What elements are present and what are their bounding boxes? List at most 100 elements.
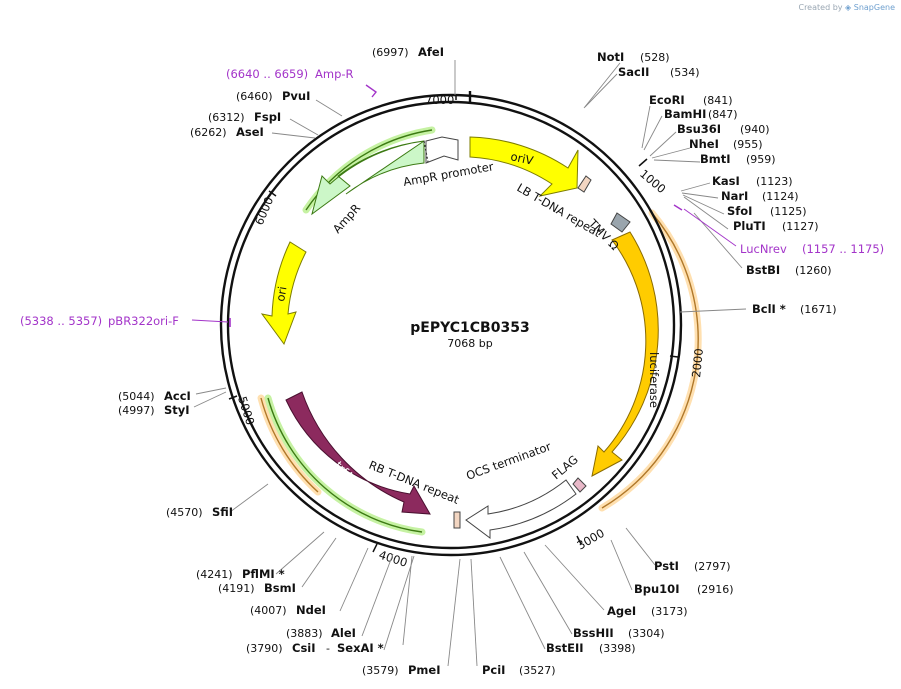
- primer-markers: [191, 84, 737, 327]
- site-position: (534): [670, 66, 700, 79]
- label-ampr: AmpR: [330, 201, 363, 236]
- site-name: PstI: [654, 559, 679, 573]
- site-position: (2797): [694, 560, 731, 573]
- site-ecori[interactable]: (841)EcoRI: [649, 93, 733, 107]
- site-afei[interactable]: (6997) AfeI: [372, 45, 444, 59]
- feature-rb-tdna[interactable]: [453, 511, 461, 529]
- site-nhei[interactable]: (955) NheI: [689, 137, 763, 151]
- site-name: NheI: [689, 137, 719, 151]
- svg-text:6000: 6000: [252, 195, 276, 227]
- site-position: (6312): [208, 111, 245, 124]
- site-position: (1123): [756, 175, 793, 188]
- site-name: AfeI: [418, 45, 444, 59]
- site-sexai[interactable]: -SexAI *: [326, 641, 384, 655]
- primer-pbr322ori-name: pBR322ori-F: [108, 314, 179, 328]
- snapgene-credit: Created by ◈ SnapGene: [798, 3, 895, 12]
- site-asei[interactable]: (6262)AseI: [190, 125, 264, 139]
- site-position: (4997): [118, 404, 155, 417]
- site-pcii[interactable]: (3527) PciI: [482, 663, 556, 677]
- site-name: PmeI: [408, 663, 441, 677]
- site-pvui[interactable]: (6460)PvuI: [236, 89, 310, 103]
- feature-oriv[interactable]: [469, 136, 579, 197]
- site-name: AgeI: [607, 604, 636, 618]
- site-alei[interactable]: (3883)AleI: [286, 626, 356, 640]
- site-position: (6997): [372, 46, 409, 59]
- svg-text:7000: 7000: [425, 93, 454, 107]
- feature-flag[interactable]: [572, 477, 587, 493]
- site-bmti[interactable]: (959)BmtI: [700, 152, 776, 166]
- label-flag: FLAG: [549, 452, 581, 482]
- site-position: (1124): [762, 190, 799, 203]
- site-position: (528): [640, 51, 670, 64]
- site-pluti[interactable]: (1127)PluTI: [733, 219, 819, 233]
- site-bstbi[interactable]: (1260)BstBI: [746, 263, 832, 277]
- site-sfii[interactable]: (4570)SfiI: [166, 505, 233, 519]
- site-name: NarI: [721, 189, 748, 203]
- tick-7000: 7000: [425, 93, 457, 107]
- site-bsmi[interactable]: (4191)BsmI: [218, 581, 296, 595]
- feature-lb-tdna[interactable]: [577, 175, 592, 193]
- site-bcli[interactable]: (1671)BclI *: [752, 302, 837, 316]
- site-position: (3304): [628, 627, 665, 640]
- site-position: (4007): [250, 604, 287, 617]
- site-acci[interactable]: (5044)AccI: [118, 389, 191, 403]
- feature-ori[interactable]: [260, 241, 307, 346]
- site-name: Bsu36I: [677, 122, 721, 136]
- feature-layer: [257, 126, 702, 539]
- site-psti[interactable]: (2797) PstI: [654, 559, 731, 573]
- site-csii[interactable]: (3790) CsiI: [246, 641, 316, 655]
- feature-ocs-terminator[interactable]: [465, 479, 577, 539]
- site-position: (5044): [118, 390, 155, 403]
- site-name: BstBI: [746, 263, 780, 277]
- site-bsu36i[interactable]: (940)Bsu36I: [677, 122, 770, 136]
- feature-ampr-promoter[interactable]: [425, 136, 459, 164]
- site-noti[interactable]: (528) NotI: [597, 50, 670, 64]
- site-name: SfoI: [727, 204, 752, 218]
- site-position: (3883): [286, 627, 323, 640]
- site-name: BsmI: [264, 581, 296, 595]
- site-bsteii[interactable]: (3398)BstEII: [546, 641, 636, 655]
- site-bsshii[interactable]: (3304) BssHII: [573, 626, 665, 640]
- snapgene-icon: ◈: [845, 3, 852, 12]
- site-kasi[interactable]: (1123)KasI: [712, 174, 793, 188]
- site-sacii[interactable]: (534)SacII: [618, 65, 700, 79]
- primer-lucnrev-range: (1157 .. 1175): [802, 242, 884, 256]
- feature-tmv-omega[interactable]: [610, 212, 631, 233]
- site-pmei[interactable]: (3579) PmeI: [362, 663, 441, 677]
- site-name: NotI: [597, 50, 624, 64]
- site-pflmi[interactable]: (4241)PflMI *: [196, 567, 285, 581]
- site-position: (1125): [770, 205, 807, 218]
- feature-trfa[interactable]: [285, 391, 431, 515]
- primer-pbr322ori-range: (5338 .. 5357): [20, 314, 102, 328]
- site-position: (3579): [362, 664, 399, 677]
- site-bamhi[interactable]: (847)BamHI: [664, 107, 738, 121]
- tick-6000: 6000: [252, 190, 277, 227]
- site-name: BssHII: [573, 626, 614, 640]
- credit-prefix: Created by: [798, 3, 843, 12]
- site-name: BclI *: [752, 302, 786, 316]
- site-agei[interactable]: (3173)AgeI: [607, 604, 688, 618]
- site-labels: (6997) AfeI (6460)PvuI (6312) FspI(6262)AseI…: [118, 45, 837, 677]
- site-name: CsiI: [292, 641, 316, 655]
- snapgene-logo: ◈ SnapGene: [845, 3, 895, 12]
- site-fspi[interactable]: (6312) FspI: [208, 110, 281, 124]
- site-ndei[interactable]: (4007)NdeI: [250, 603, 326, 617]
- site-name: EcoRI: [649, 93, 685, 107]
- label-ocs-terminator: OCS terminator: [464, 439, 553, 483]
- site-position: (3527): [519, 664, 556, 677]
- site-position: (3790): [246, 642, 283, 655]
- site-styi[interactable]: (4997)StyI: [118, 403, 190, 417]
- site-position: (3398): [599, 642, 636, 655]
- site-position: (955): [733, 138, 763, 151]
- feature-luciferase[interactable]: [591, 231, 659, 477]
- svg-text:1000: 1000: [637, 167, 668, 197]
- site-name: FspI: [254, 110, 281, 124]
- svg-text:2000: 2000: [689, 348, 706, 379]
- site-name: PciI: [482, 663, 505, 677]
- site-nari[interactable]: (1124) NarI: [721, 189, 799, 203]
- credit-brand: SnapGene: [853, 3, 895, 12]
- site-sfoi[interactable]: (1125) SfoI: [727, 204, 807, 218]
- feature-ampr[interactable]: [311, 140, 425, 216]
- site-bpu10i[interactable]: (2916)Bpu10I: [634, 582, 734, 596]
